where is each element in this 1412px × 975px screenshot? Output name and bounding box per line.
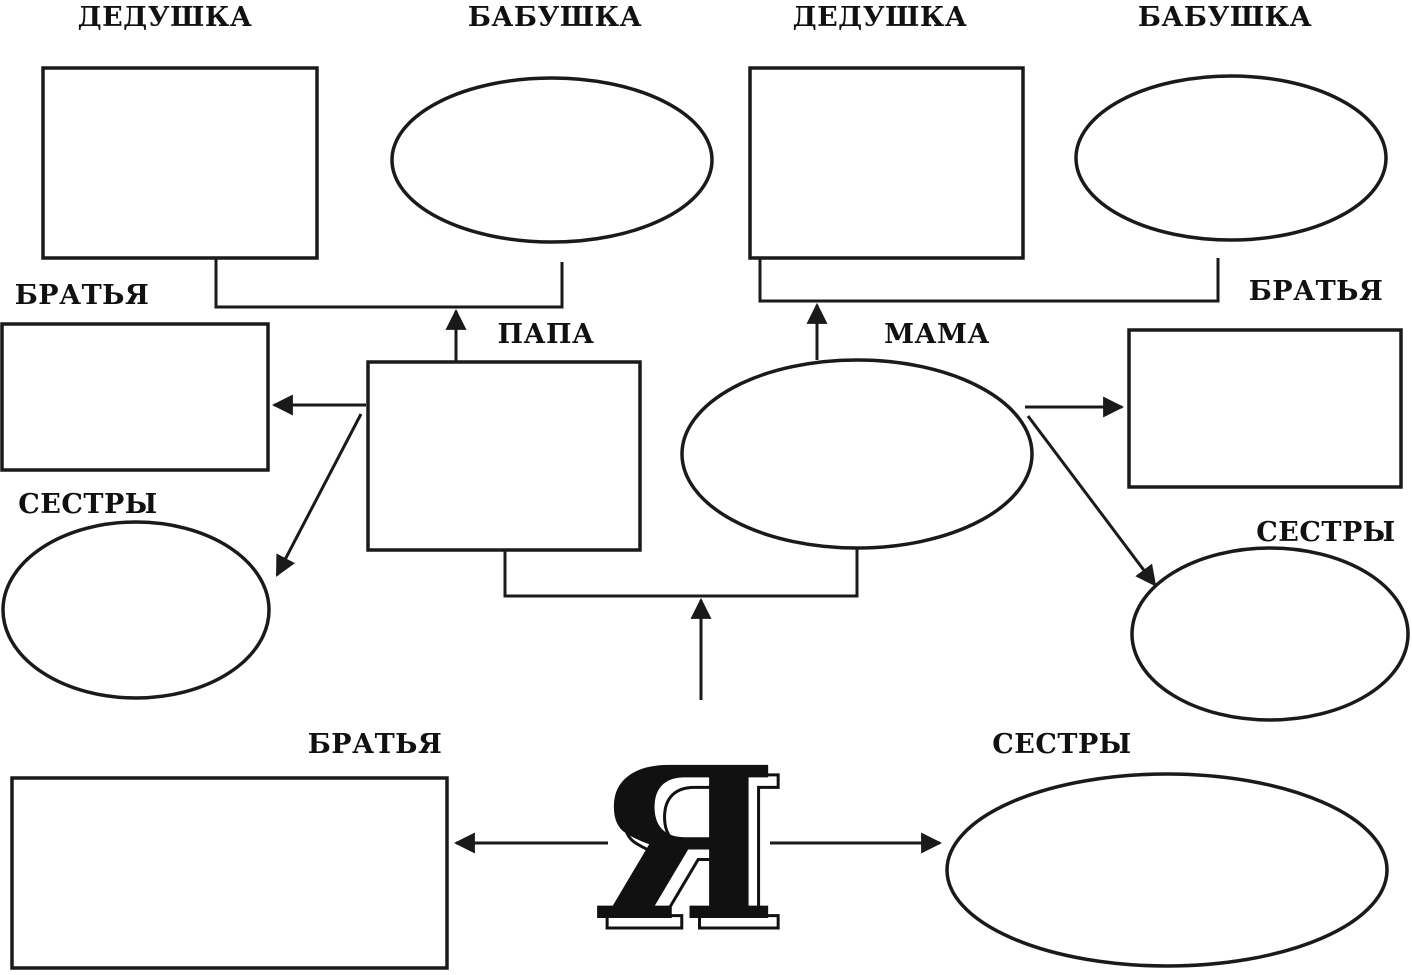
grandma-paternal-label: БАБУШКА	[468, 2, 642, 33]
my-brothers-box[interactable]	[10, 776, 449, 970]
me-letter-shadow: Я	[602, 731, 787, 975]
grandpa-paternal-box[interactable]	[41, 66, 319, 260]
my-sisters-oval[interactable]	[945, 772, 1389, 968]
grandpa-maternal-box[interactable]	[748, 66, 1025, 260]
grandma-maternal-label: БАБУШКА	[1138, 2, 1312, 33]
mother-to-sisters-arrow	[1026, 415, 1157, 587]
sisters-father-oval[interactable]	[1, 520, 271, 700]
me-letter: Я	[592, 721, 777, 968]
brothers-mother-box[interactable]	[1127, 328, 1403, 489]
grandma-maternal-oval[interactable]	[1074, 74, 1388, 242]
mother-label: МАМА	[884, 319, 990, 350]
my-brothers-label: БРАТЬЯ	[308, 729, 443, 760]
paternal-grandparents-connector	[214, 258, 564, 309]
sisters-mother-oval[interactable]	[1130, 546, 1410, 722]
parents-connector	[503, 548, 859, 598]
sisters-father-label: СЕСТРЫ	[18, 489, 157, 520]
father-to-sisters-arrow	[275, 413, 363, 577]
father-label: ПАПА	[498, 319, 595, 350]
grandpa-maternal-label: ДЕДУШКА	[793, 2, 968, 33]
grandpa-paternal-label: ДЕДУШКА	[78, 2, 253, 33]
brothers-mother-label: БРАТЬЯ	[1249, 276, 1384, 307]
my-sisters-label: СЕСТРЫ	[992, 729, 1131, 760]
grandma-paternal-oval[interactable]	[390, 76, 714, 244]
maternal-grandparents-connector	[758, 258, 1220, 303]
sisters-mother-label: СЕСТРЫ	[1256, 517, 1395, 548]
brothers-father-box[interactable]	[0, 322, 270, 472]
mother-oval[interactable]	[680, 358, 1034, 550]
brothers-father-label: БРАТЬЯ	[15, 280, 150, 311]
father-box[interactable]	[366, 360, 642, 552]
